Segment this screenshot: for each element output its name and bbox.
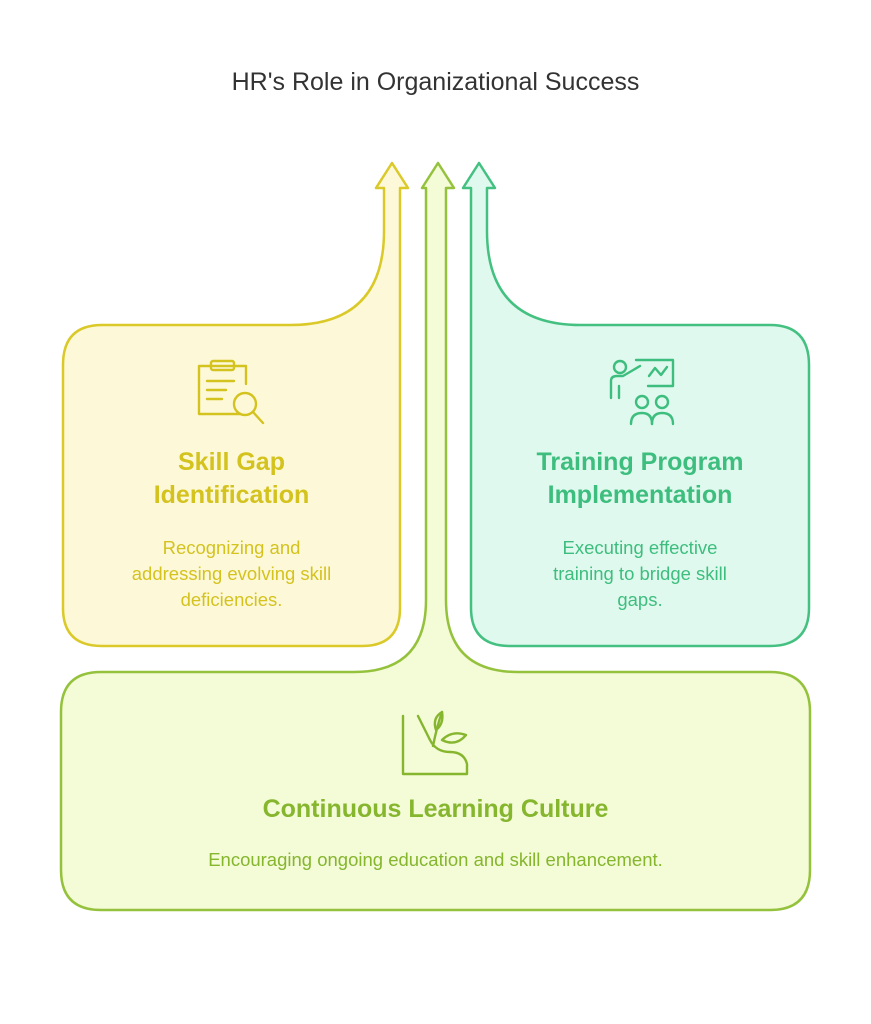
skill-gap-desc-line-1: Recognizing and <box>162 537 301 558</box>
clipboard-search-icon <box>197 359 265 425</box>
training-desc-line-2: training to bridge skill <box>553 563 727 584</box>
training-title-line-2: Implementation <box>547 481 733 509</box>
skill-gap-title: Skill Gap Identification <box>63 446 400 512</box>
skill-gap-title-line-1: Skill Gap <box>178 448 285 476</box>
training-title-line-1: Training Program <box>536 448 744 476</box>
learning-block-shape <box>59 161 812 912</box>
skill-gap-desc-line-3: deficiencies. <box>180 589 283 610</box>
training-desc-line-3: gaps. <box>617 589 663 610</box>
presentation-audience-icon <box>609 358 675 426</box>
training-description: Executing effective training to bridge s… <box>471 535 809 613</box>
plant-growth-icon <box>401 710 469 776</box>
skill-gap-title-line-2: Identification <box>153 481 310 509</box>
page-title: HR's Role in Organizational Success <box>231 68 640 96</box>
learning-description: Encouraging ongoing education and skill … <box>208 849 663 870</box>
skill-gap-desc-line-2: addressing evolving skill <box>131 563 332 584</box>
learning-title: Continuous Learning Culture <box>262 795 609 823</box>
training-title: Training Program Implementation <box>471 446 809 512</box>
skill-gap-block-shape <box>61 161 410 648</box>
training-desc-line-1: Executing effective <box>562 537 718 558</box>
skill-gap-description: Recognizing and addressing evolving skil… <box>63 535 400 613</box>
